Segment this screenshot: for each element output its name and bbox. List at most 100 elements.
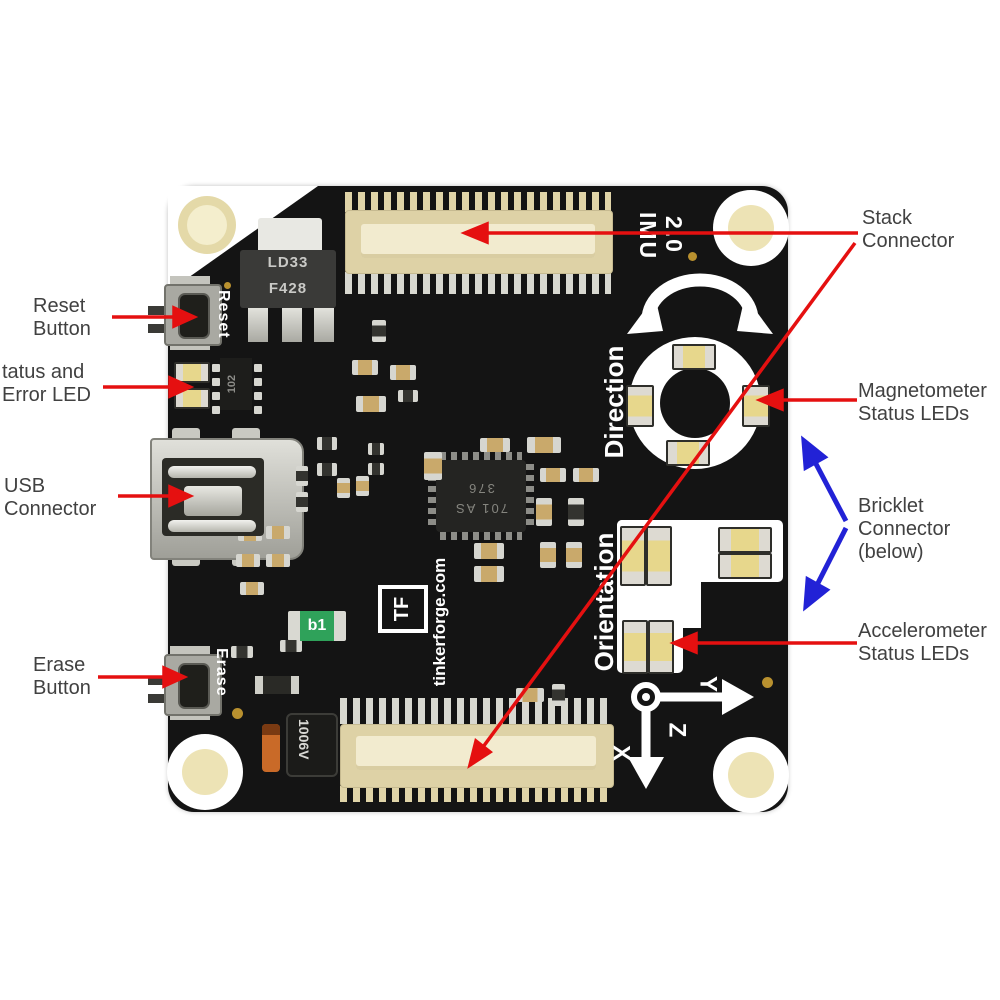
smd-component (424, 452, 442, 480)
smd-component (254, 406, 262, 414)
mounting-hole-top-right (713, 190, 789, 266)
erase-button-pin (148, 694, 164, 703)
regulator-marking-1: LD33 (267, 254, 309, 271)
stack-connector-bottom-legs (340, 698, 612, 724)
tinkerforge-logo: TF (378, 585, 428, 633)
smd-component (212, 406, 220, 414)
regulator-marking-2: F428 (268, 280, 308, 297)
small-ic-marking: 102 (226, 374, 238, 394)
chip-pins-bottom (440, 530, 522, 540)
smd-component (390, 365, 416, 380)
smd-component (398, 390, 418, 402)
smd-component (573, 468, 599, 482)
silkscreen-erase: Erase (213, 648, 230, 697)
smd-component (254, 364, 262, 372)
silkscreen-reset: Reset (215, 290, 232, 339)
fuse-b1: b1 (300, 611, 334, 641)
smd-component (212, 392, 220, 400)
smd-component (356, 396, 386, 412)
stack-connector-top-legs (345, 272, 611, 294)
smd-component (566, 542, 582, 568)
silkscreen-website: tinkerforge.com (430, 557, 449, 687)
mounting-hole-bottom-right (713, 737, 789, 813)
capacitor-100-6v: 1006V (286, 713, 338, 777)
imu-main-chip: 701 AS 376 (436, 460, 526, 532)
silkscreen-orientation: Orientation (589, 532, 619, 672)
smd-component (368, 463, 384, 475)
orientation-status-led (646, 526, 672, 586)
smd-component (296, 492, 308, 512)
erase-button-cap (178, 663, 210, 709)
smd-component (236, 554, 260, 567)
bricklet-arrows (801, 435, 849, 612)
smd-component (266, 526, 290, 539)
silkscreen-direction: Direction (599, 345, 629, 459)
small-ic-102: 102 (220, 358, 252, 410)
usb-clip (184, 486, 242, 516)
bricklet-arrow-down (803, 526, 849, 612)
smd-component (254, 392, 262, 400)
smd-component (480, 438, 510, 452)
accelerometer-status-led (648, 620, 674, 674)
smd-component (527, 437, 561, 453)
imu-chip-marking: 701 AS 376 (454, 481, 508, 516)
smd-component (536, 498, 552, 526)
error-led (174, 388, 210, 409)
smd-component (762, 677, 773, 688)
diode (255, 676, 299, 694)
smd-component (474, 543, 504, 559)
smd-component (688, 252, 697, 261)
reset-button-cap (178, 293, 210, 339)
smd-component (540, 468, 566, 482)
reset-button-pin (148, 306, 164, 315)
smd-component (516, 688, 544, 702)
smd-component (356, 476, 369, 496)
regulator-tab (258, 218, 322, 254)
regulator-chip: LD33 F428 (240, 250, 336, 308)
smd-component (231, 646, 253, 658)
stack-connector-top-slot (361, 224, 595, 258)
smd-component (266, 554, 290, 567)
direction-ring-hole (660, 368, 730, 438)
erase-button-pin (148, 676, 164, 685)
mounting-hole-bottom-left (167, 734, 243, 810)
magnetometer-status-led (672, 344, 716, 370)
orange-diode (262, 724, 280, 772)
usb-contact (168, 466, 256, 478)
regulator-leg (314, 308, 334, 342)
chip-pins-left (428, 464, 438, 528)
smd-component (240, 582, 264, 595)
smd-component (568, 498, 584, 526)
regulator-leg (248, 308, 268, 342)
reset-button-pin (148, 324, 164, 333)
smd-component (352, 360, 378, 375)
orientation-status-led (718, 527, 772, 553)
smd-component (254, 378, 262, 386)
smd-component (540, 542, 556, 568)
smd-component (212, 378, 220, 386)
mounting-hole-top-left (178, 196, 236, 254)
regulator-leg (282, 308, 302, 342)
bricklet-arrow-up (801, 435, 849, 523)
orientation-status-led (620, 526, 646, 586)
smd-component (280, 640, 302, 652)
smd-component (368, 443, 384, 455)
smd-component (317, 437, 337, 450)
smd-component (474, 566, 504, 582)
chip-pins-top (440, 452, 522, 462)
reset-button-flange (170, 276, 210, 286)
stack-connector-top-pins (345, 192, 611, 212)
magnetometer-status-led (666, 440, 710, 466)
smd-component (317, 463, 337, 476)
accelerometer-status-led (622, 620, 648, 674)
silkscreen-2-0: 2.0 (661, 216, 687, 254)
smd-component (212, 364, 220, 372)
smd-component (224, 282, 231, 289)
usb-contact (168, 520, 256, 532)
